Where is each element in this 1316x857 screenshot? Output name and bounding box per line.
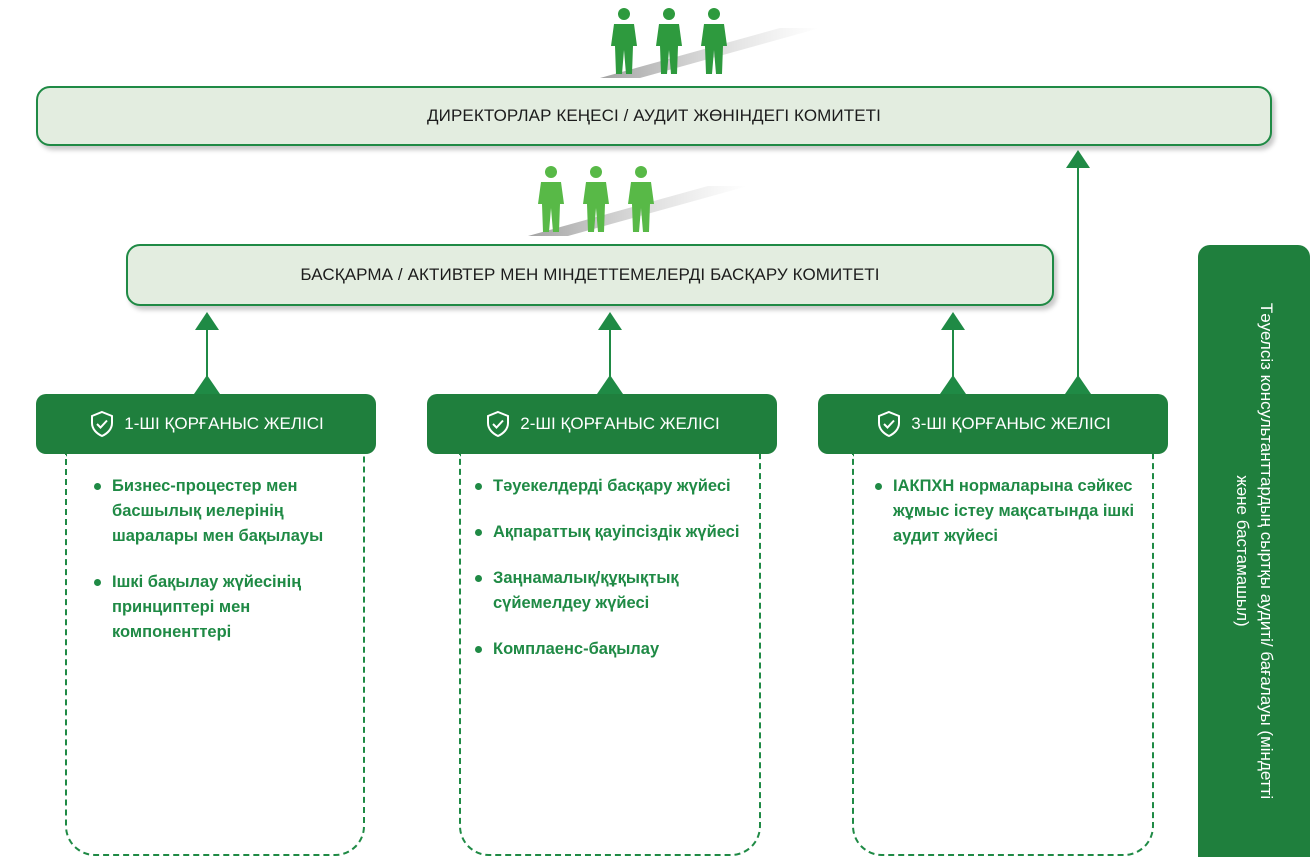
list-item: Заңнамалық/құқықтық сүйемелдеу жүйесі	[473, 566, 753, 616]
arrow-line3	[940, 312, 966, 394]
list-item: Ақпараттық қауіпсіздік жүйесі	[473, 520, 753, 545]
list-item: Тәуекелдерді басқару жүйесі	[473, 474, 753, 499]
management-people-icon	[528, 166, 748, 236]
line2-header: 2-ШІ ҚОРҒАНЫС ЖЕЛІСІ	[427, 394, 777, 454]
list-item: ІАКПХН нормаларына сәйкес жұмыс істеу ма…	[873, 474, 1138, 549]
line2-title: 2-ШІ ҚОРҒАНЫС ЖЕЛІСІ	[520, 414, 720, 433]
line1-list: Бизнес-процестер мен басшылық иелерінің …	[92, 474, 342, 666]
line2-list: Тәуекелдерді басқару жүйесі Ақпараттық қ…	[473, 474, 753, 683]
person-icon	[538, 166, 564, 232]
arrow-line1	[194, 312, 220, 394]
board-box: ДИРЕКТОРЛАР КЕҢЕСІ / АУДИТ ЖӨНІНДЕГІ КОМ…	[36, 86, 1272, 146]
line1-header: 1-ШІ ҚОРҒАНЫС ЖЕЛІСІ	[36, 394, 376, 454]
shield-check-icon	[487, 410, 510, 438]
line3-list: ІАКПХН нормаларына сәйкес жұмыс істеу ма…	[873, 474, 1138, 570]
person-icon	[628, 166, 654, 232]
line3-title: 3-ШІ ҚОРҒАНЫС ЖЕЛІСІ	[911, 414, 1111, 433]
shield-check-icon	[878, 410, 901, 438]
arrow-line2	[597, 312, 623, 394]
board-label: ДИРЕКТОРЛАР КЕҢЕСІ / АУДИТ ЖӨНІНДЕГІ КОМ…	[427, 106, 881, 125]
list-item: Бизнес-процестер мен басшылық иелерінің …	[92, 474, 342, 549]
external-audit-panel	[1198, 245, 1310, 857]
external-audit-label: Тәуелсіз консультанттардың сыртқы аудиті…	[1233, 302, 1276, 800]
list-item: Ішкі бақылау жүйесінің принциптері мен к…	[92, 570, 342, 645]
line1-title: 1-ШІ ҚОРҒАНЫС ЖЕЛІСІ	[124, 414, 324, 433]
shield-check-icon	[91, 410, 114, 438]
person-icon	[611, 8, 637, 74]
management-label: БАСҚАРМА / АКТИВТЕР МЕН МІНДЕТТЕМЕЛЕРДІ …	[300, 265, 880, 284]
management-box: БАСҚАРМА / АКТИВТЕР МЕН МІНДЕТТЕМЕЛЕРДІ …	[126, 244, 1054, 306]
board-people-icon	[600, 8, 820, 78]
arrow-board	[1065, 150, 1091, 394]
person-icon	[701, 8, 727, 74]
list-item: Комплаенс-бақылау	[473, 637, 753, 662]
line3-header: 3-ШІ ҚОРҒАНЫС ЖЕЛІСІ	[818, 394, 1168, 454]
